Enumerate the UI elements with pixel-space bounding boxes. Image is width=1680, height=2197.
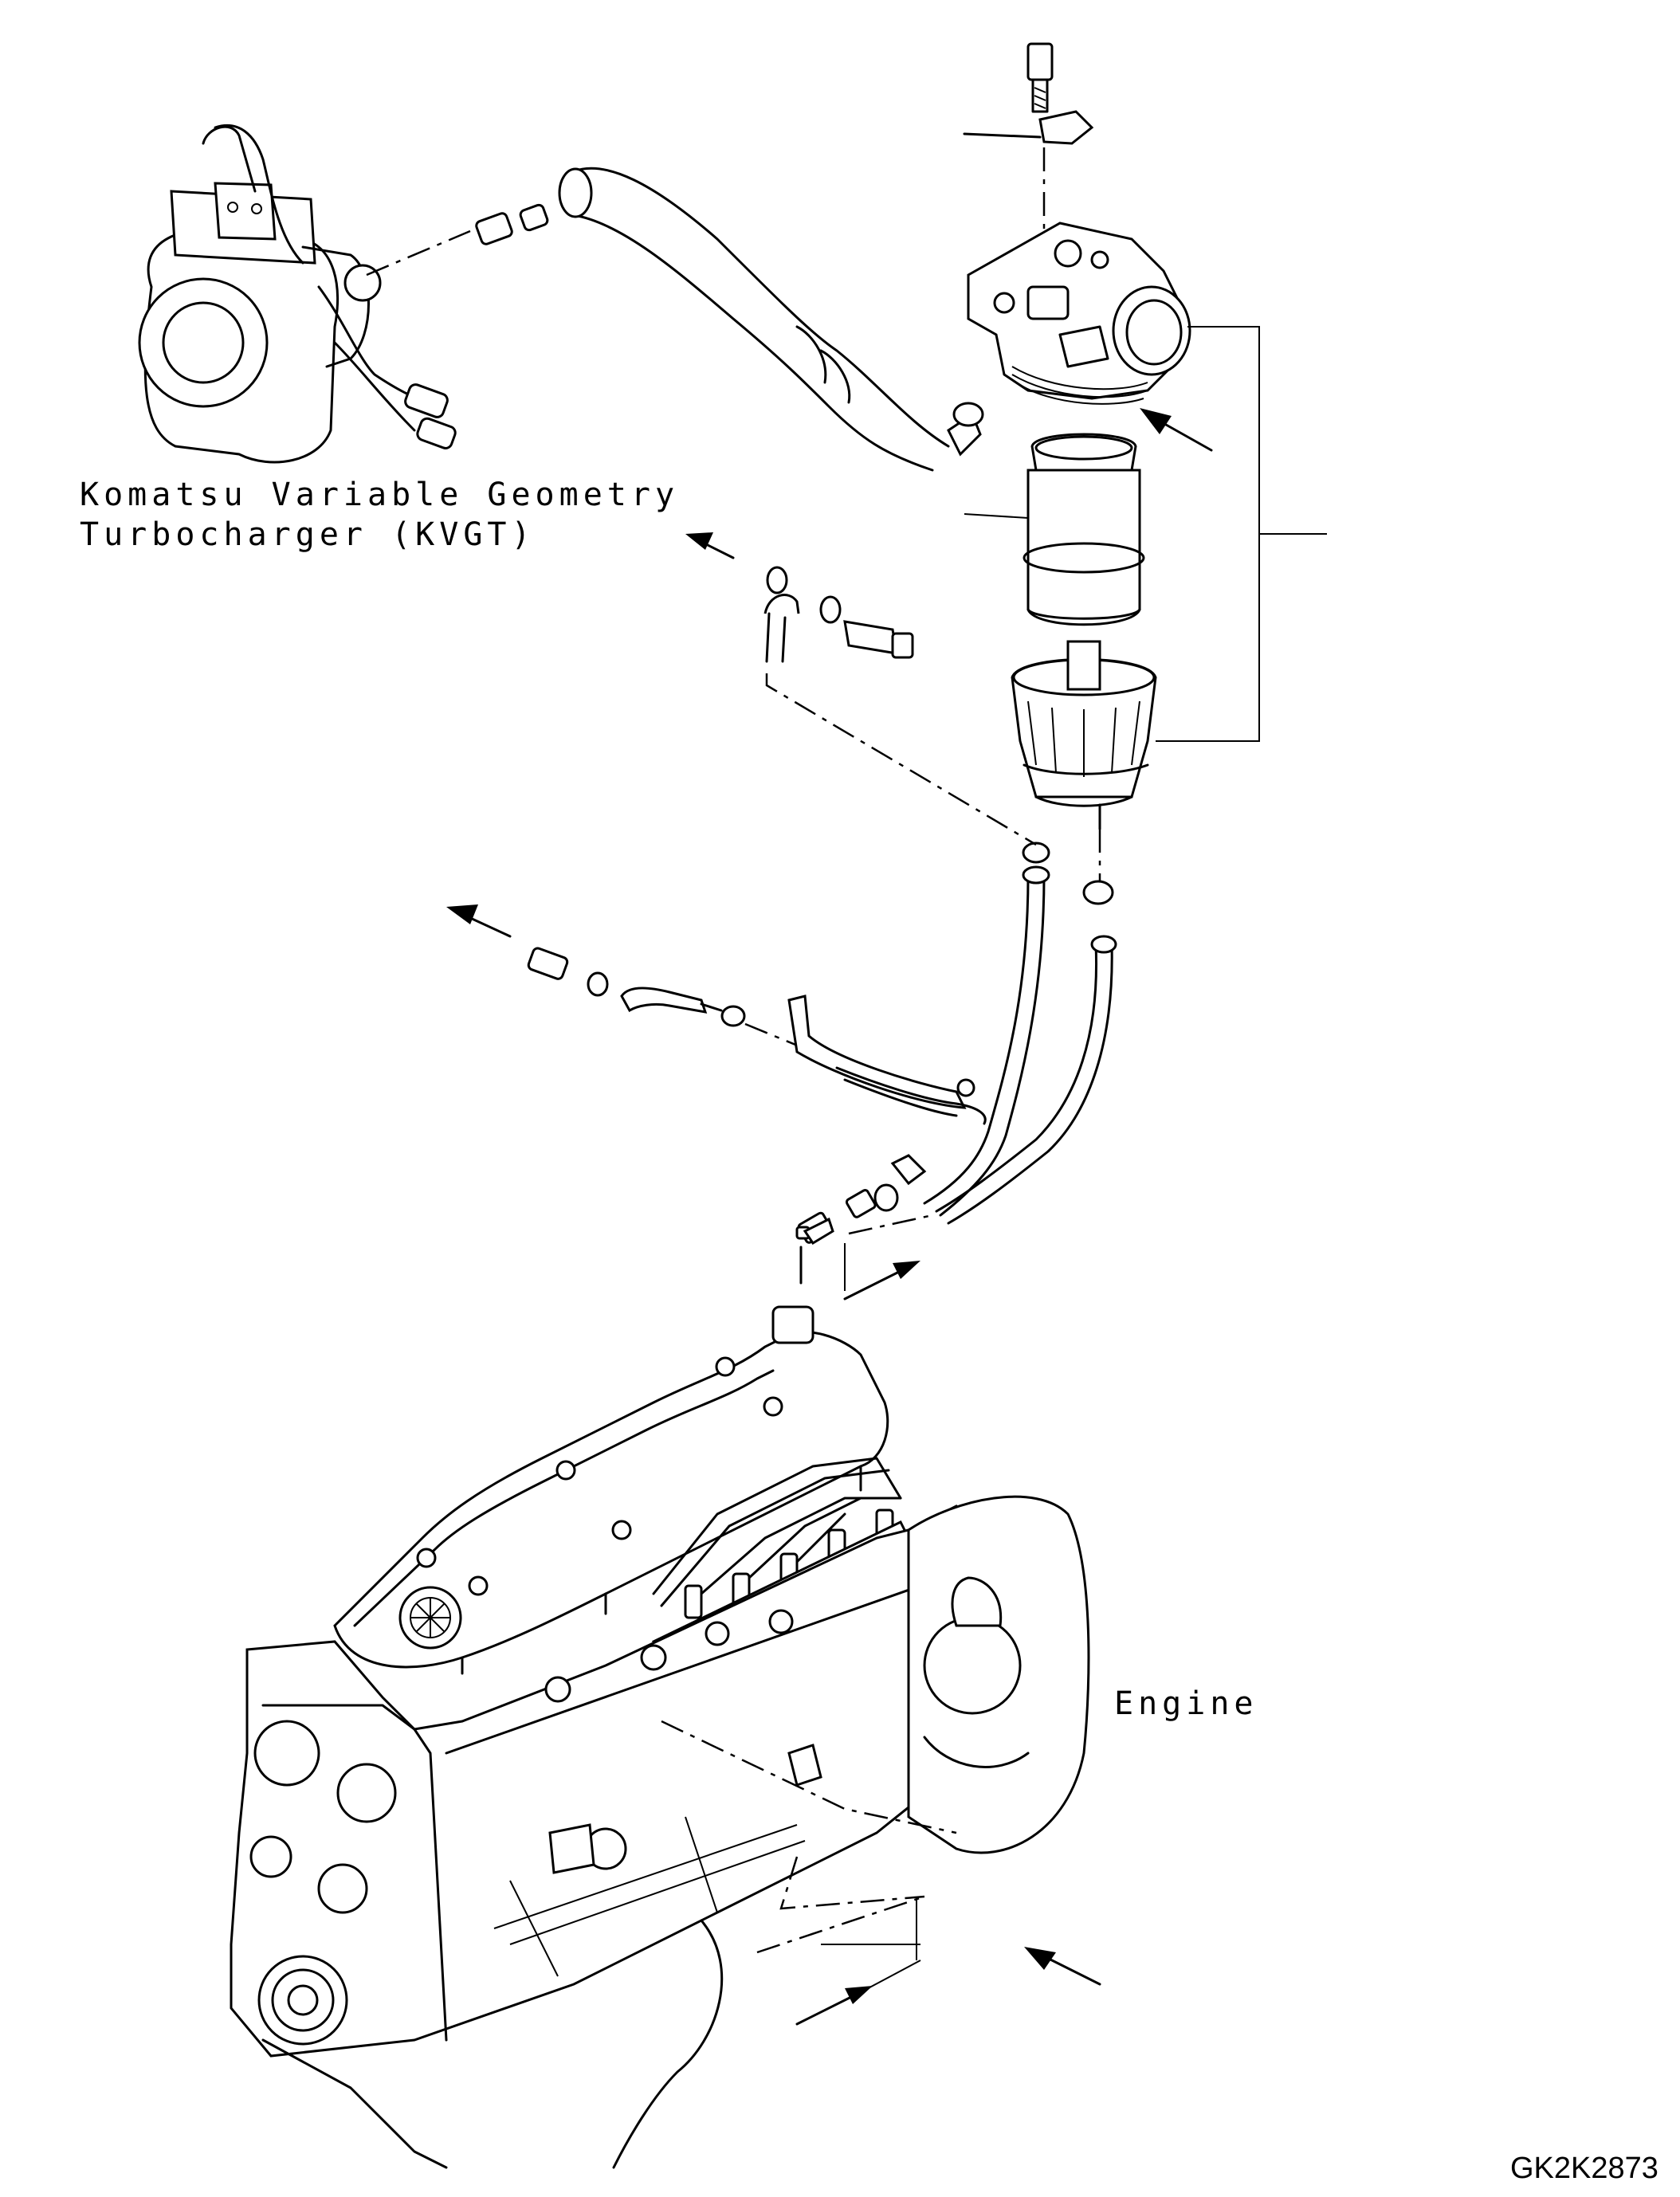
- filter-head: [967, 222, 1191, 405]
- return-line-fittings: [527, 947, 987, 1125]
- banjo-fittings: [763, 566, 1037, 846]
- engine-block: [230, 1305, 1090, 2169]
- fuel-hoses: [923, 865, 1117, 1225]
- assembly-bracket: [1156, 326, 1327, 742]
- filter-element: [964, 433, 1145, 626]
- kvgt-label-line2: Turbocharger (KVGT): [80, 516, 536, 553]
- filter-case: [1011, 640, 1157, 885]
- drawing-code: GK2K2873: [1510, 2152, 1658, 2185]
- turbocharger: [138, 124, 471, 464]
- intake-hose: [558, 167, 982, 472]
- turbo-fittings: [475, 203, 549, 245]
- engine-flow-arrows: [661, 1720, 1101, 2026]
- flow-arrow-filter: [1140, 408, 1213, 452]
- filter-clamps: [952, 402, 1114, 905]
- flow-arrow-engine-top: [843, 1243, 920, 1301]
- return-arrow-lower: [446, 904, 512, 938]
- return-arrow-upper: [685, 532, 735, 559]
- engine-label: Engine: [1114, 1685, 1258, 1722]
- kvgt-label-line1: Komatsu Variable Geometry: [80, 477, 680, 513]
- sensor-connector: [963, 110, 1094, 231]
- engine-connectors: [795, 1154, 933, 1285]
- filter-bolt: [1026, 42, 1054, 113]
